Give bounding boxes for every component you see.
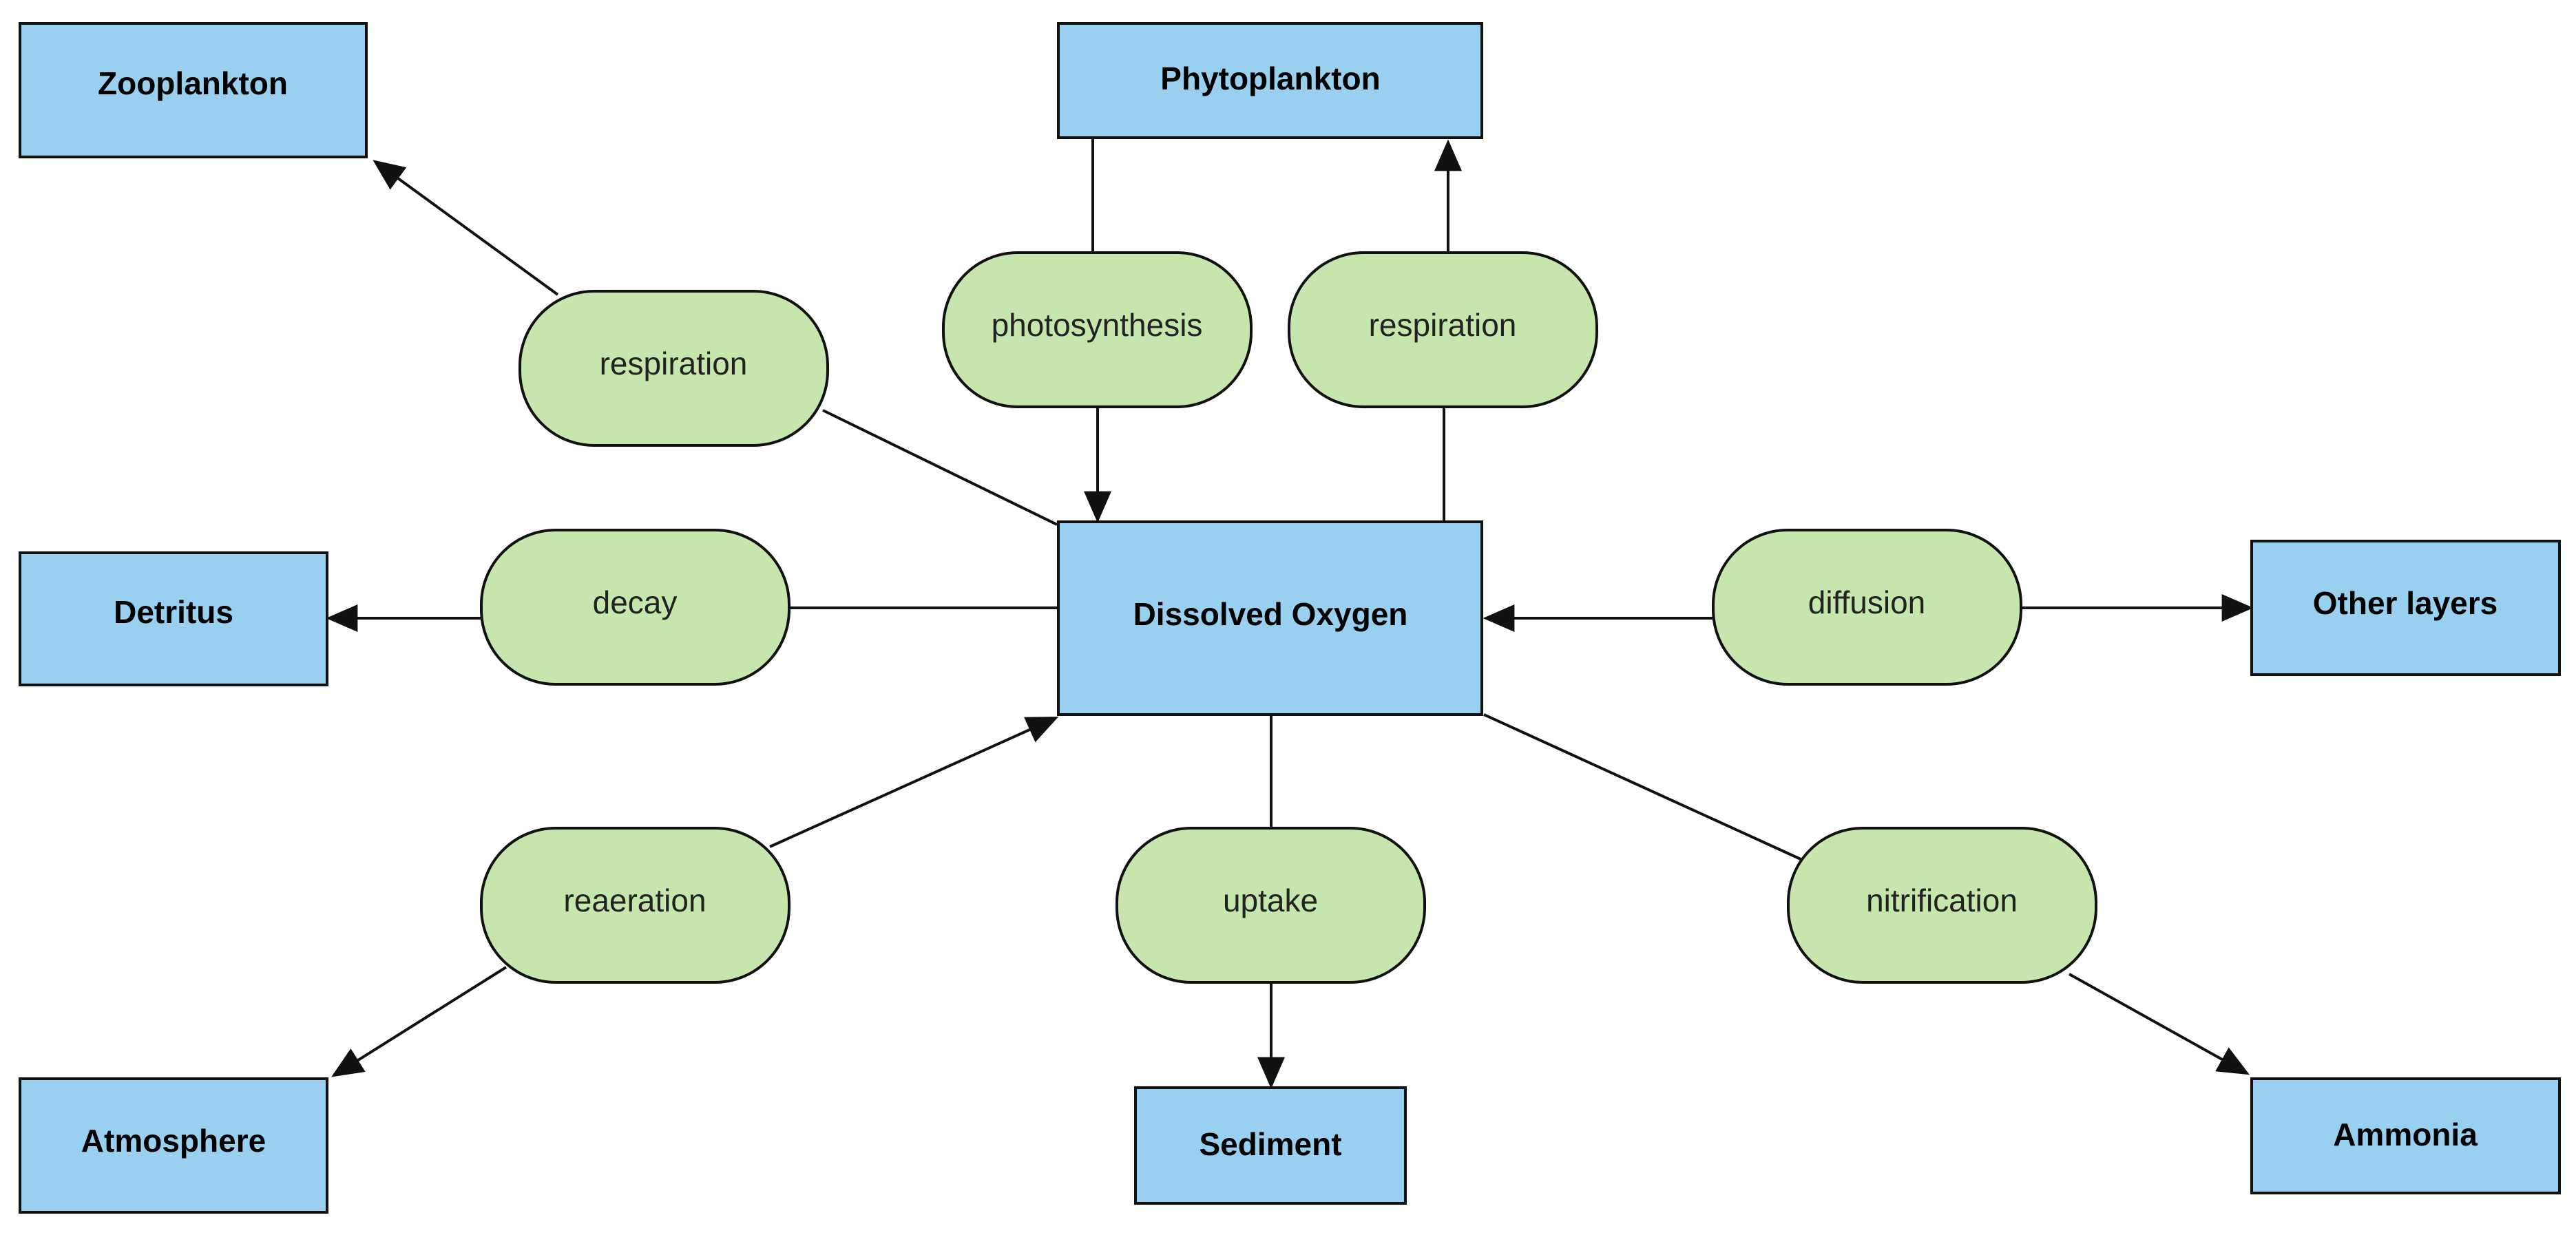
pill-diffusion: diffusion bbox=[1712, 529, 2022, 686]
box-other-layers-label: Other layers bbox=[2313, 585, 2498, 621]
pill-photosynthesis: photosynthesis bbox=[942, 251, 1253, 408]
box-other-layers: Other layers bbox=[2250, 540, 2561, 676]
pill-nitrification: nitrification bbox=[1787, 827, 2097, 984]
pill-decay: decay bbox=[480, 529, 790, 686]
pill-respiration-zooplankton: respiration bbox=[519, 290, 829, 447]
edge-reaeration-to-do bbox=[769, 717, 1059, 848]
box-phytoplankton: Phytoplankton bbox=[1057, 22, 1483, 139]
pill-uptake: uptake bbox=[1116, 827, 1426, 984]
edges bbox=[326, 138, 2254, 1089]
edge-do-to-nitrification bbox=[1483, 713, 1801, 861]
pill-diffusion-label: diffusion bbox=[1808, 584, 1926, 620]
box-atmosphere: Atmosphere bbox=[19, 1077, 328, 1214]
edge-do-to-respiration-zooplankton bbox=[822, 409, 1058, 526]
box-dissolved-oxygen: Dissolved Oxygen bbox=[1057, 520, 1483, 716]
pill-decay-label: decay bbox=[593, 584, 678, 620]
edge-respiration-to-zooplankton bbox=[373, 160, 559, 296]
box-ammonia-label: Ammonia bbox=[2333, 1117, 2478, 1152]
box-zooplankton-label: Zooplankton bbox=[98, 65, 288, 101]
pill-respiration-phytoplankton-label: respiration bbox=[1369, 307, 1517, 343]
pill-respiration-phytoplankton: respiration bbox=[1288, 251, 1598, 408]
box-sediment-label: Sediment bbox=[1199, 1126, 1341, 1162]
pill-reaeration: reaeration bbox=[480, 827, 790, 984]
box-ammonia: Ammonia bbox=[2250, 1077, 2561, 1194]
box-atmosphere-label: Atmosphere bbox=[81, 1123, 266, 1159]
box-sediment: Sediment bbox=[1134, 1086, 1407, 1205]
box-detritus: Detritus bbox=[19, 551, 328, 686]
pill-nitrification-label: nitrification bbox=[1866, 883, 2018, 918]
pill-photosynthesis-label: photosynthesis bbox=[992, 307, 1203, 343]
box-dissolved-oxygen-label: Dissolved Oxygen bbox=[1133, 596, 1408, 632]
pill-respiration-zooplankton-label: respiration bbox=[600, 346, 748, 381]
box-zooplankton: Zooplankton bbox=[19, 22, 368, 158]
box-detritus-label: Detritus bbox=[114, 594, 233, 630]
edge-reaeration-to-atmosphere bbox=[331, 966, 507, 1077]
edge-nitrification-to-ammonia bbox=[2069, 973, 2250, 1075]
box-phytoplankton-label: Phytoplankton bbox=[1160, 61, 1380, 96]
pill-uptake-label: uptake bbox=[1223, 883, 1318, 918]
pill-reaeration-label: reaeration bbox=[563, 883, 706, 918]
